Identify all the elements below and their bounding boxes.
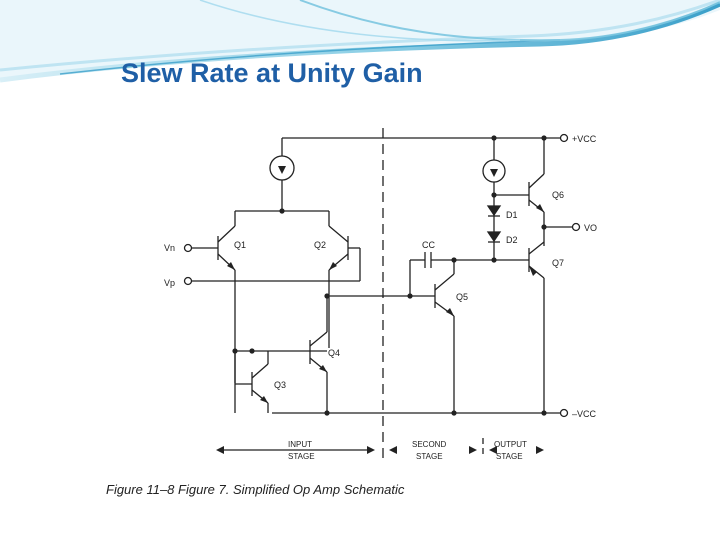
q3-label: Q3 [274,380,286,390]
op-amp-schematic-figure: +VCC –VCC Vn Vp VO CC Q1 Q2 Q3 Q4 Q5 Q6 … [92,108,648,506]
vp-label: Vp [164,278,175,288]
q2-label: Q2 [314,240,326,250]
cc-label: CC [422,240,435,250]
figure-caption: Figure 11–8 Figure 7. Simplified Op Amp … [106,482,405,497]
input-stage-label-line2: STAGE [288,452,315,461]
q5-label: Q5 [456,292,468,302]
vcc-neg-label: –VCC [572,409,597,419]
input-stage-label-line1: INPUT [288,440,312,449]
d1-label: D1 [506,210,518,220]
vcc-pos-label: +VCC [572,134,597,144]
second-stage-label-line2: STAGE [416,452,443,461]
q6-label: Q6 [552,190,564,200]
schematic-drawing: +VCC –VCC Vn Vp VO CC Q1 Q2 Q3 Q4 Q5 Q6 … [164,128,597,461]
q7-label: Q7 [552,258,564,268]
slide-title: Slew Rate at Unity Gain [121,58,423,88]
output-stage-label-line2: STAGE [496,452,523,461]
second-stage-label-line1: SECOND [412,440,446,449]
output-stage-label-line1: OUTPUT [494,440,527,449]
q1-label: Q1 [234,240,246,250]
header-wave-decoration [0,0,720,83]
d2-label: D2 [506,235,518,245]
q4-label: Q4 [328,348,340,358]
vn-label: Vn [164,243,175,253]
vo-label: VO [584,223,597,233]
